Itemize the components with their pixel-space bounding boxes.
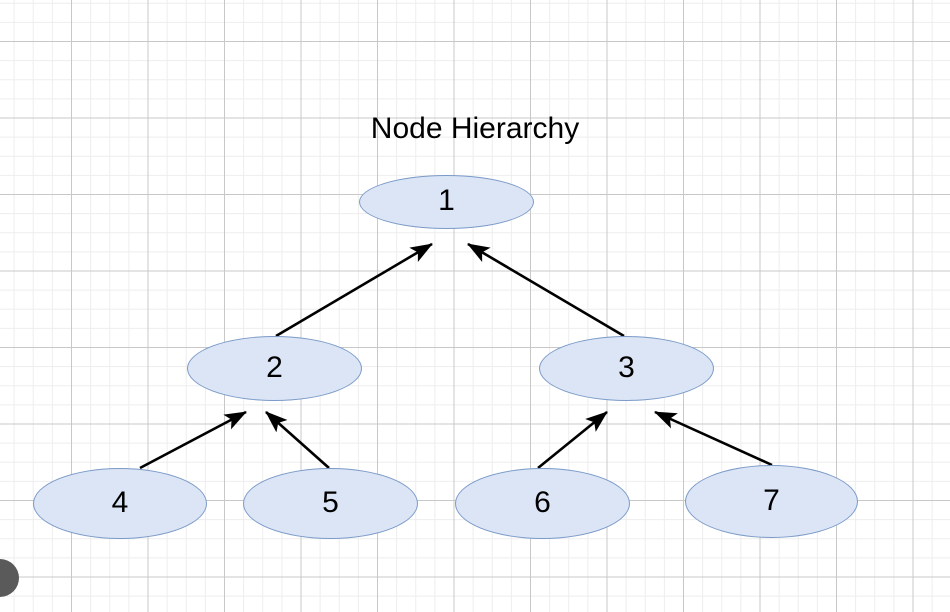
node-5[interactable]: 5	[243, 468, 418, 539]
node-4[interactable]: 4	[33, 468, 207, 539]
node-3-label: 3	[618, 350, 635, 384]
node-3[interactable]: 3	[539, 336, 714, 401]
scroll-handle-dot-icon[interactable]	[0, 559, 19, 597]
node-2[interactable]: 2	[187, 336, 362, 401]
edge-7-to-3[interactable]	[654, 410, 773, 467]
edge-3-to-1[interactable]	[467, 242, 625, 338]
page-title: Node Hierarchy	[370, 112, 580, 145]
edge-6-to-3[interactable]	[537, 410, 608, 470]
node-5-label: 5	[322, 485, 339, 519]
edge-2-to-1[interactable]	[275, 242, 433, 338]
node-7[interactable]: 7	[685, 465, 858, 538]
edge-4-to-2[interactable]	[139, 410, 247, 470]
node-4-label: 4	[111, 485, 129, 519]
node-6[interactable]: 6	[455, 468, 630, 539]
node-1-label: 1	[438, 184, 455, 217]
node-2-label: 2	[266, 350, 283, 384]
node-7-label: 7	[763, 483, 780, 517]
node-1[interactable]: 1	[359, 175, 534, 229]
edge-5-to-2[interactable]	[265, 411, 330, 469]
node-6-label: 6	[534, 485, 551, 519]
